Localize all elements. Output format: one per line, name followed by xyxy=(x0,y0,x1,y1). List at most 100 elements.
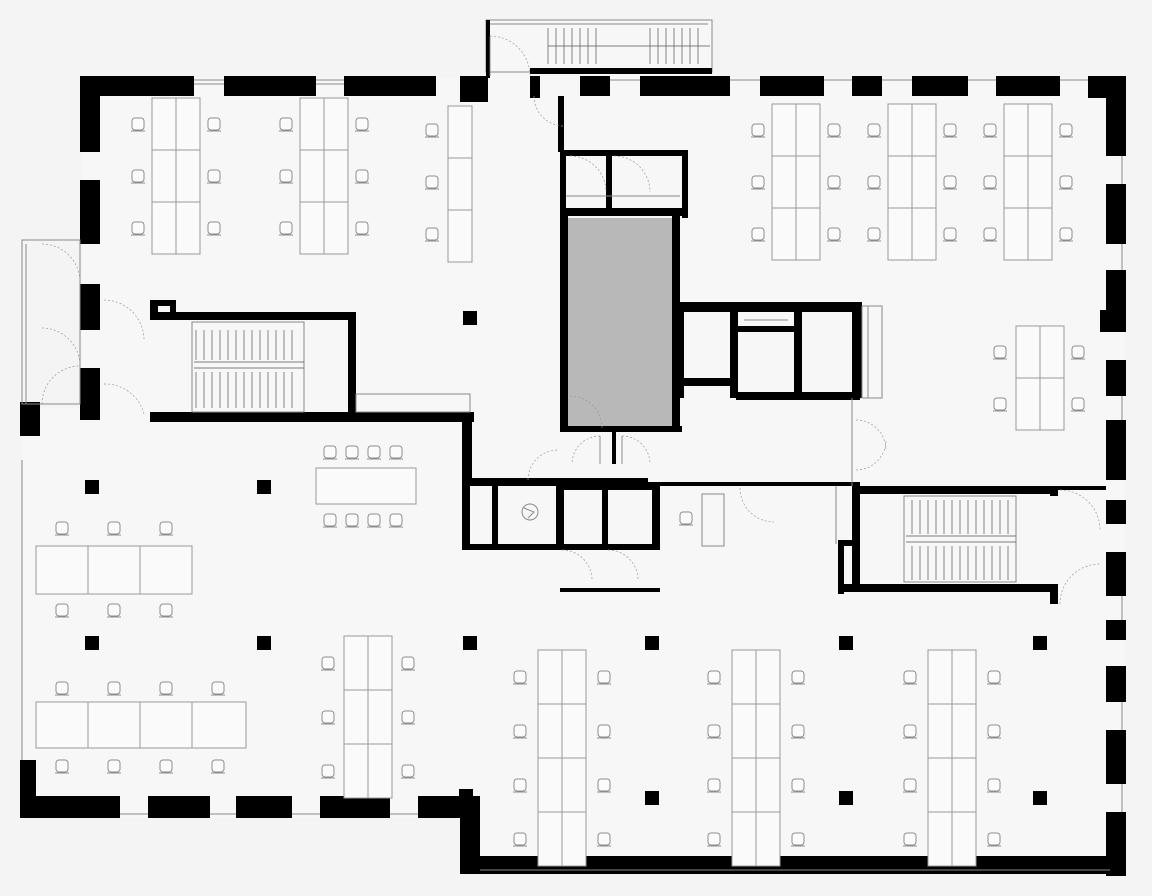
desk xyxy=(1039,377,1065,431)
desk xyxy=(771,207,797,261)
chair-icon xyxy=(987,670,1001,685)
chair-icon xyxy=(401,764,415,779)
chair-icon xyxy=(389,513,403,528)
chair-icon xyxy=(345,445,359,460)
chair-icon xyxy=(323,513,337,528)
chair-icon xyxy=(513,832,527,847)
chair-icon xyxy=(107,603,121,618)
column-icon xyxy=(463,636,477,650)
desk xyxy=(561,649,587,705)
desk xyxy=(537,703,563,759)
chair-icon xyxy=(903,670,917,685)
corridor-partitions xyxy=(660,398,887,544)
chair-icon xyxy=(345,513,359,528)
chair-icon xyxy=(321,764,335,779)
central-wc-block xyxy=(462,449,775,592)
chair-icon xyxy=(389,445,403,460)
desk xyxy=(343,635,369,691)
desk xyxy=(951,811,977,867)
desk xyxy=(151,149,177,203)
window-marks xyxy=(21,79,1123,871)
desk xyxy=(87,701,143,749)
column-icon xyxy=(463,311,477,325)
desk xyxy=(447,209,473,263)
floor-area xyxy=(22,20,1124,872)
chair-icon xyxy=(55,603,69,618)
door-swing-icon xyxy=(41,243,145,415)
chair-icon xyxy=(207,221,221,236)
chair-icon xyxy=(867,227,881,242)
desk xyxy=(927,703,953,759)
desk xyxy=(175,97,201,151)
chair-icon xyxy=(131,221,145,236)
desk xyxy=(771,103,797,157)
chair-icon xyxy=(791,778,805,793)
column-icon xyxy=(645,636,659,650)
chair-icon xyxy=(513,724,527,739)
desk xyxy=(343,689,369,745)
chair-icon xyxy=(987,832,1001,847)
chair-icon xyxy=(159,681,173,696)
desk xyxy=(1003,155,1029,209)
chair-icon xyxy=(983,175,997,190)
chair-icon xyxy=(131,117,145,132)
desk xyxy=(447,105,473,159)
chair-icon xyxy=(425,123,439,138)
chair-icon xyxy=(943,175,957,190)
desk xyxy=(299,201,325,255)
furniture xyxy=(35,97,1085,867)
column-icon xyxy=(257,636,271,650)
desk xyxy=(795,103,821,157)
chair-icon xyxy=(597,778,611,793)
chair-icon xyxy=(367,445,381,460)
column-icon xyxy=(85,636,99,650)
desk xyxy=(1027,207,1053,261)
chair-icon xyxy=(1059,227,1073,242)
desk xyxy=(175,149,201,203)
stair-icon xyxy=(191,321,305,413)
desk xyxy=(1003,103,1029,157)
chair-icon xyxy=(707,778,721,793)
desk xyxy=(951,757,977,813)
desk xyxy=(367,689,393,745)
chair-icon xyxy=(107,759,121,774)
desk xyxy=(367,635,393,691)
desk xyxy=(911,155,937,209)
stair-icon xyxy=(903,495,1017,583)
desk xyxy=(323,201,349,255)
chair-icon xyxy=(791,832,805,847)
chair-icon xyxy=(987,724,1001,739)
column-icon xyxy=(1033,791,1047,805)
desk xyxy=(951,649,977,705)
chair-icon xyxy=(791,724,805,739)
chair-icon xyxy=(983,227,997,242)
column-icon xyxy=(459,789,473,803)
chair-icon xyxy=(751,123,765,138)
chair-icon xyxy=(993,345,1007,360)
chair-icon xyxy=(55,681,69,696)
column-icon xyxy=(645,791,659,805)
chair-icon xyxy=(1059,123,1073,138)
chair-icon xyxy=(107,681,121,696)
desk xyxy=(927,649,953,705)
chair-icon xyxy=(159,521,173,536)
chair-icon xyxy=(1071,345,1085,360)
desk xyxy=(299,149,325,203)
chair-icon xyxy=(707,832,721,847)
desk xyxy=(191,701,247,749)
desk xyxy=(561,757,587,813)
column-icon xyxy=(85,480,99,494)
chair-icon xyxy=(279,221,293,236)
desk xyxy=(887,207,913,261)
desk xyxy=(35,701,91,749)
desk xyxy=(771,155,797,209)
chair-icon xyxy=(751,227,765,242)
desk xyxy=(537,649,563,705)
desk xyxy=(795,155,821,209)
desk xyxy=(323,149,349,203)
desk xyxy=(731,757,757,813)
chair-icon xyxy=(867,175,881,190)
chair-icon xyxy=(791,670,805,685)
desk xyxy=(927,811,953,867)
